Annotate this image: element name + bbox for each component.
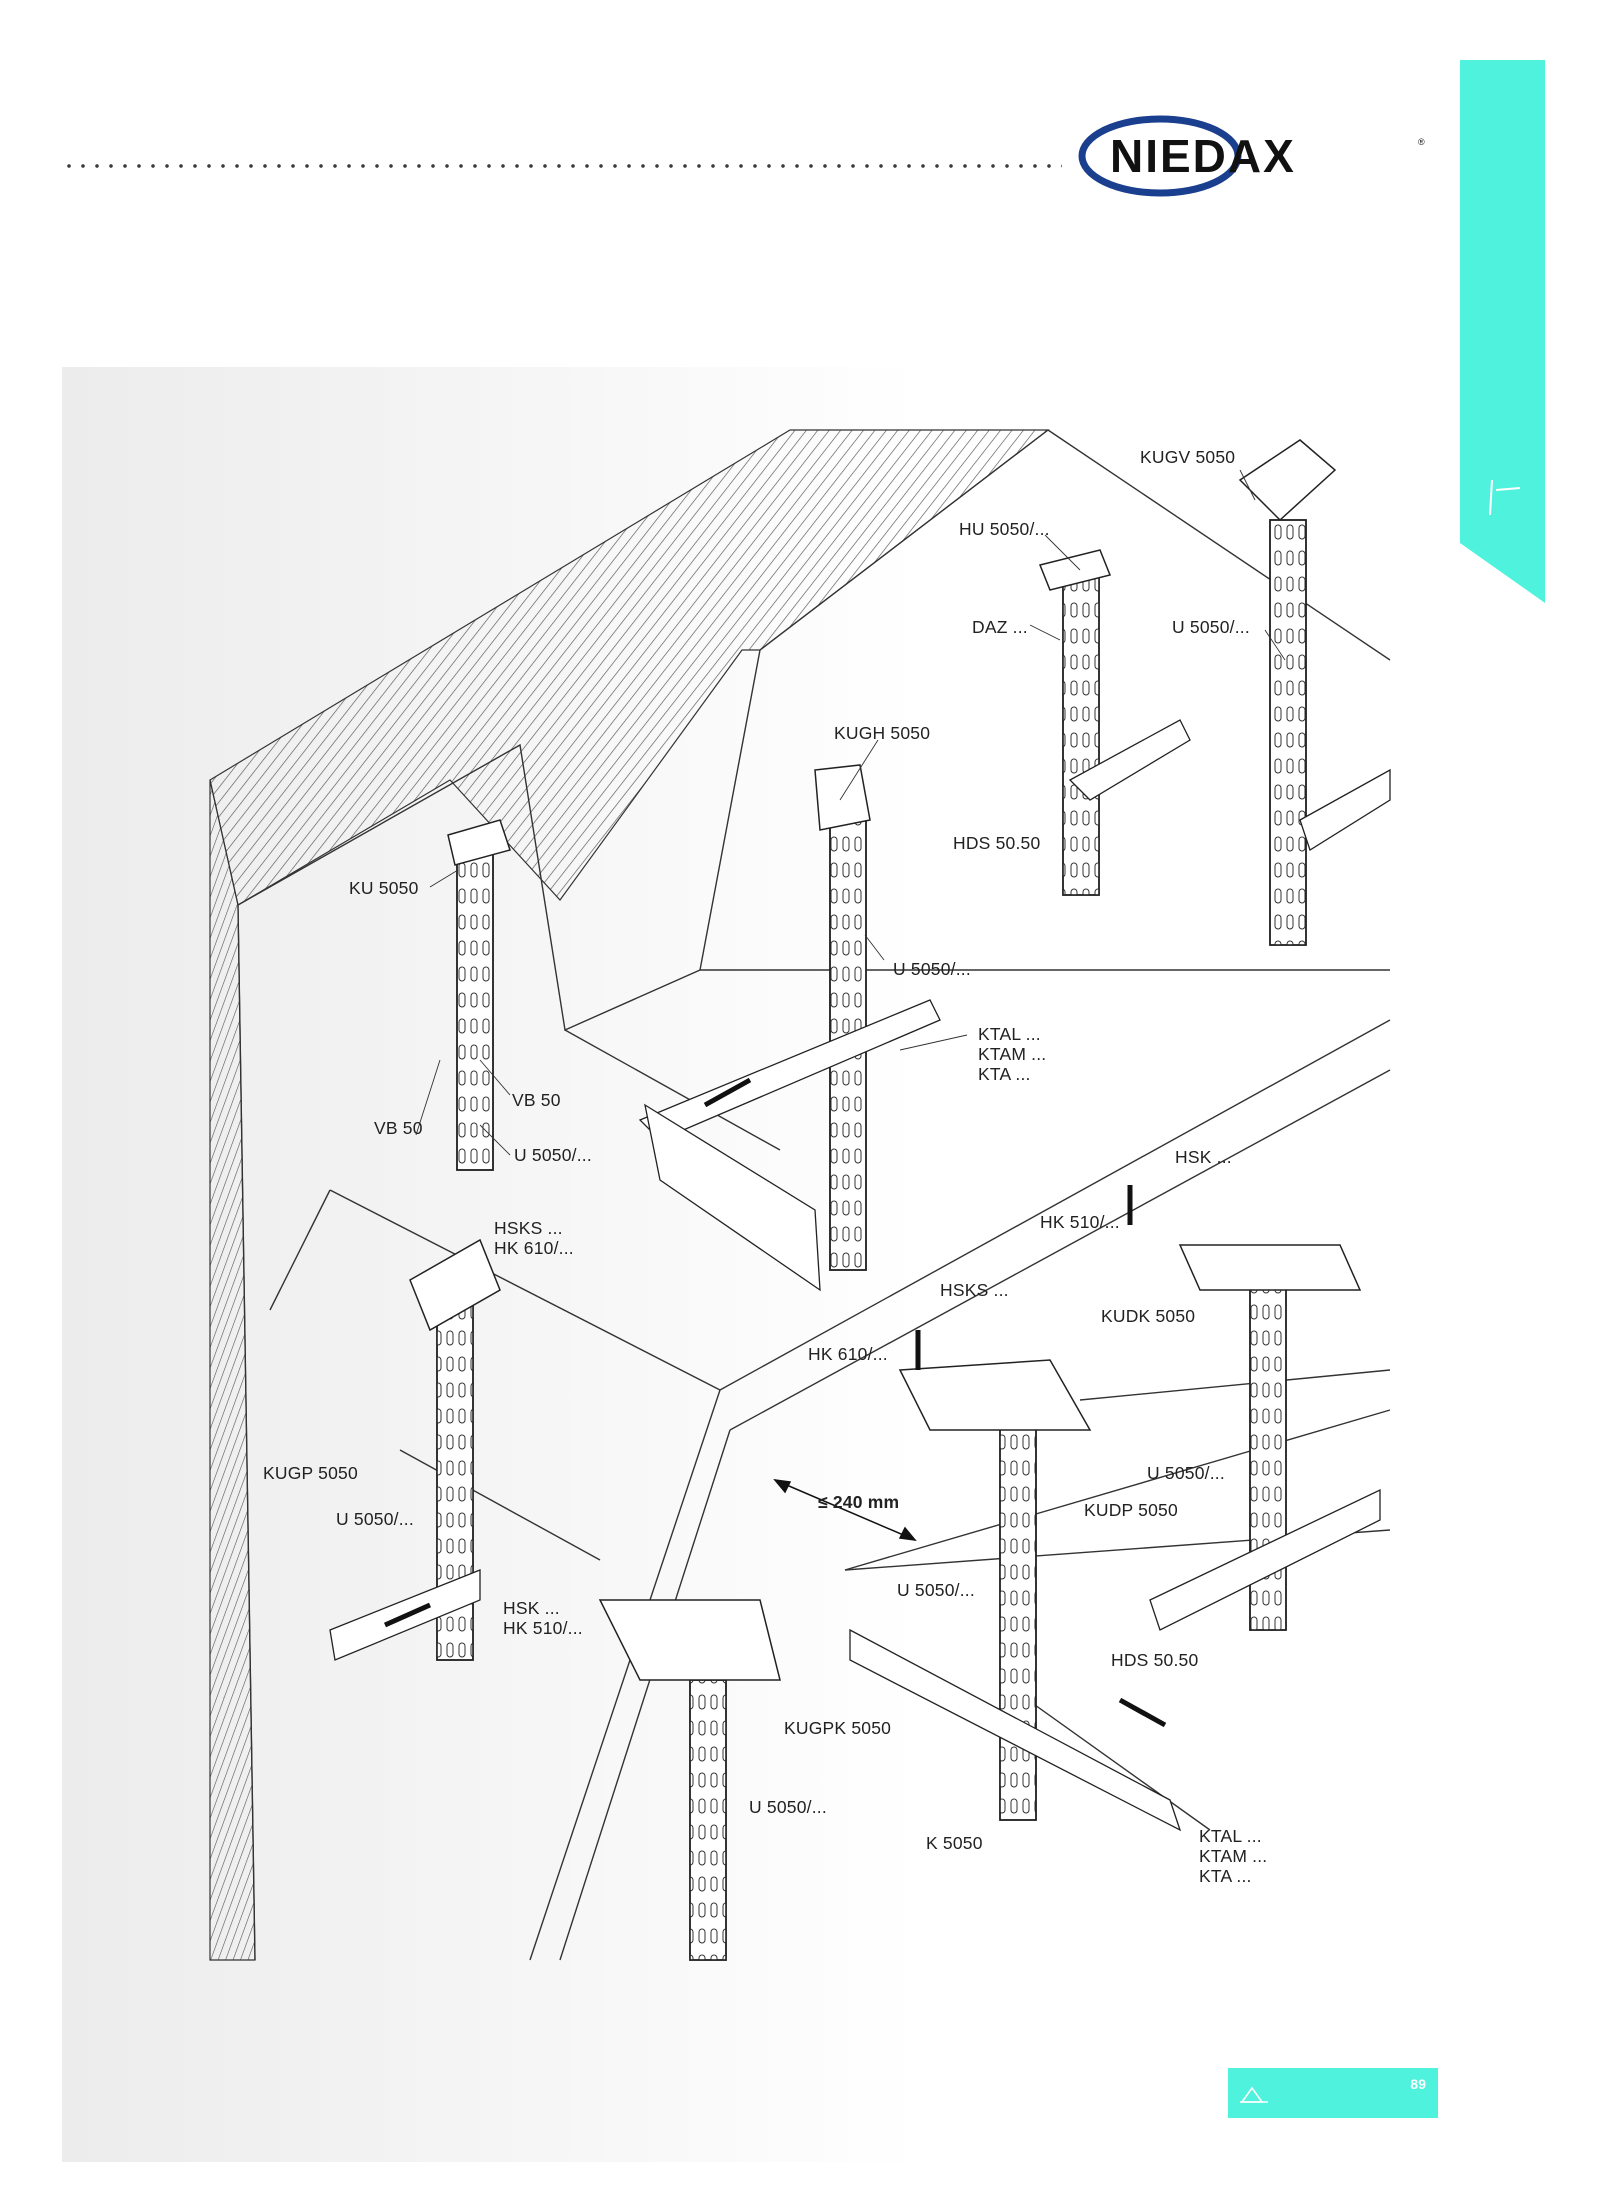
label-u-5050-e: U 5050/... [336, 1509, 414, 1529]
label-u-5050-f: U 5050/... [897, 1580, 975, 1600]
dimension-arrow [773, 1479, 917, 1541]
page-footer-tab[interactable]: 89 [1228, 2068, 1438, 2118]
label-dimension: ≤ 240 mm [818, 1492, 900, 1512]
building-outline [237, 429, 1391, 1961]
label-kugpk-5050: KUGPK 5050 [784, 1718, 892, 1738]
label-hsk-hk510-b: HSK ... HK 510/... [503, 1598, 583, 1638]
label-hds-5050-b: HDS 50.50 [1111, 1650, 1199, 1670]
label-ktal-a: KTAL ... KTAM ... KTA ... [978, 1024, 1047, 1084]
label-vb50-right: VB 50 [512, 1090, 561, 1110]
label-ku-5050: KU 5050 [349, 878, 419, 898]
label-hk-610-b: HK 610/... [808, 1344, 888, 1364]
page-number: 89 [1410, 2076, 1426, 2092]
label-u-5050-a: U 5050/... [1172, 617, 1250, 637]
label-kudp-5050: KUDP 5050 [1084, 1500, 1178, 1520]
mount-heads [409, 439, 1362, 1681]
label-hds-5050-a: HDS 50.50 [953, 833, 1041, 853]
svg-text:®: ® [1418, 137, 1425, 147]
label-hu-5050: HU 5050/... [959, 519, 1050, 539]
ceiling-mount-icon [1489, 479, 1521, 516]
label-u-5050-g: U 5050/... [749, 1797, 827, 1817]
label-hsks-hk610-a: HSKS ... HK 610/... [494, 1218, 574, 1258]
leader-lines [415, 469, 1286, 1156]
logo-wordmark: NIEDAX [1110, 130, 1296, 182]
label-hk-510-a: HK 510/... [1040, 1212, 1120, 1232]
label-k-5050: K 5050 [926, 1833, 983, 1853]
ceiling-icon [1240, 2086, 1268, 2103]
label-u-5050-c: U 5050/... [514, 1145, 592, 1165]
label-ktal-b: KTAL ... KTAM ... KTA ... [1199, 1826, 1268, 1886]
label-hsk-a: HSK ... [1175, 1147, 1232, 1167]
niedax-logo: NIEDAX ® [1078, 115, 1425, 197]
label-hsks-b: HSKS ... [940, 1280, 1009, 1300]
cantilever-arms [329, 719, 1391, 1832]
label-u-5050-d: U 5050/... [1147, 1463, 1225, 1483]
label-kudk-5050: KUDK 5050 [1101, 1306, 1196, 1326]
threaded-rods [383, 1077, 1167, 1728]
label-u-5050-b: U 5050/... [893, 959, 971, 979]
label-vb50-left: VB 50 [374, 1118, 423, 1138]
section-side-tab[interactable] [1460, 60, 1545, 603]
label-kugh-5050: KUGH 5050 [834, 723, 931, 743]
dotted-header-rule [62, 164, 1062, 168]
label-kugv-5050: KUGV 5050 [1140, 447, 1236, 467]
label-daz: DAZ ... [972, 617, 1028, 637]
ceiling-hatch [209, 429, 1050, 1961]
label-kugp-5050: KUGP 5050 [263, 1463, 358, 1483]
